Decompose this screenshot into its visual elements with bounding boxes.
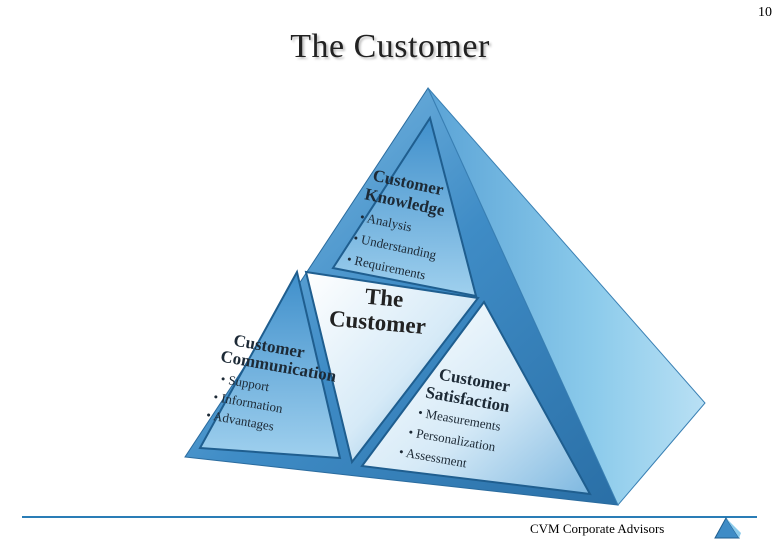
center-panel xyxy=(304,270,480,465)
slide-title: The Customer xyxy=(290,28,490,65)
company-logo-icon xyxy=(714,517,741,539)
pyramid-side-face xyxy=(427,87,706,506)
center-label-line1: The xyxy=(364,284,404,312)
top-panel xyxy=(331,115,478,298)
left-panel xyxy=(198,269,342,460)
footer-rule xyxy=(22,516,757,518)
footer-company-name: CVM Corporate Advisors xyxy=(530,521,665,536)
right-panel xyxy=(360,300,592,496)
page-number: 10 xyxy=(758,5,772,20)
